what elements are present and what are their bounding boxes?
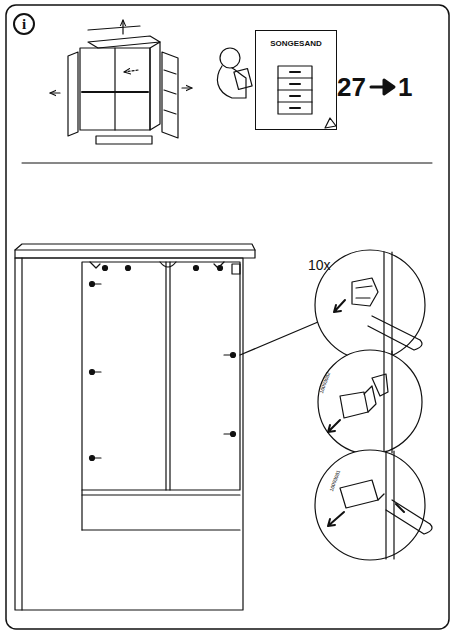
info-icon-text: i [22,16,26,33]
booklet: SONGESAND [255,30,337,130]
detail-circle [315,250,425,360]
booklet-drawing [278,66,336,128]
leader-line [240,322,318,355]
info-icon: i [13,13,35,35]
hinge-pegs [90,266,236,461]
count-from: 27 [337,72,366,103]
quantity: 10x [308,257,331,273]
arrow-symbol [371,80,394,94]
exploded-cabinet [50,20,192,144]
count-to: 1 [398,72,412,103]
divider [22,163,432,164]
page-frame [6,5,449,629]
cabinet [15,244,255,610]
detail-circle [318,350,422,454]
detail-circle [315,450,432,560]
person-reading [217,48,252,98]
booklet-text: SONGESAND [256,39,336,48]
